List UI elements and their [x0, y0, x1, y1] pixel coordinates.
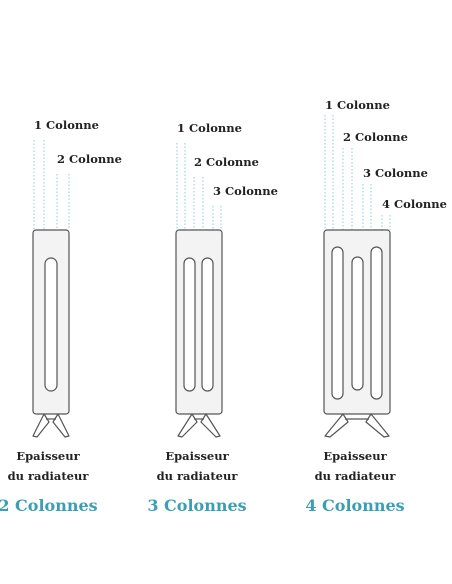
radiator-foot	[32, 413, 70, 438]
column-label: 1 Colonne	[325, 98, 390, 112]
thickness-caption: du radiateur	[157, 469, 239, 483]
column-label: 2 Colonne	[343, 130, 408, 144]
column-label: 3 Colonne	[213, 184, 278, 198]
radiator-slot	[370, 246, 383, 400]
radiator-slot	[331, 246, 344, 400]
radiator-title: 4 Colonnes	[305, 496, 404, 515]
radiator-4-columns: 1 Colonne 2 Colonne 3 Colonne 4 Colonne …	[305, 98, 447, 515]
thickness-caption: Epaisseur	[165, 449, 229, 463]
radiator-foot	[324, 413, 390, 438]
thickness-caption: du radiateur	[315, 469, 397, 483]
radiator-title: 3 Colonnes	[147, 496, 246, 515]
radiator-slot	[201, 257, 214, 392]
column-label: 4 Colonne	[382, 197, 447, 211]
radiator-3-columns: 1 Colonne 2 Colonne 3 Colonne Epaisseur …	[147, 121, 278, 515]
radiator-foot	[177, 413, 221, 438]
column-label: 1 Colonne	[34, 118, 99, 132]
column-label: 3 Colonne	[363, 166, 428, 180]
radiator-slot	[351, 256, 364, 391]
radiator-2-columns: 1 Colonne 2 Colonne Epaisseur du radiate…	[0, 118, 122, 515]
radiator-body	[175, 229, 223, 415]
thickness-caption: Epaisseur	[323, 449, 387, 463]
thickness-caption: Epaisseur	[16, 449, 80, 463]
radiator-slot	[183, 257, 196, 392]
column-label: 2 Colonne	[194, 155, 259, 169]
column-label: 1 Colonne	[177, 121, 242, 135]
radiator-title: 2 Colonnes	[0, 496, 98, 515]
thickness-caption: du radiateur	[8, 469, 90, 483]
column-label: 2 Colonne	[57, 152, 122, 166]
radiator-slot	[44, 257, 58, 392]
